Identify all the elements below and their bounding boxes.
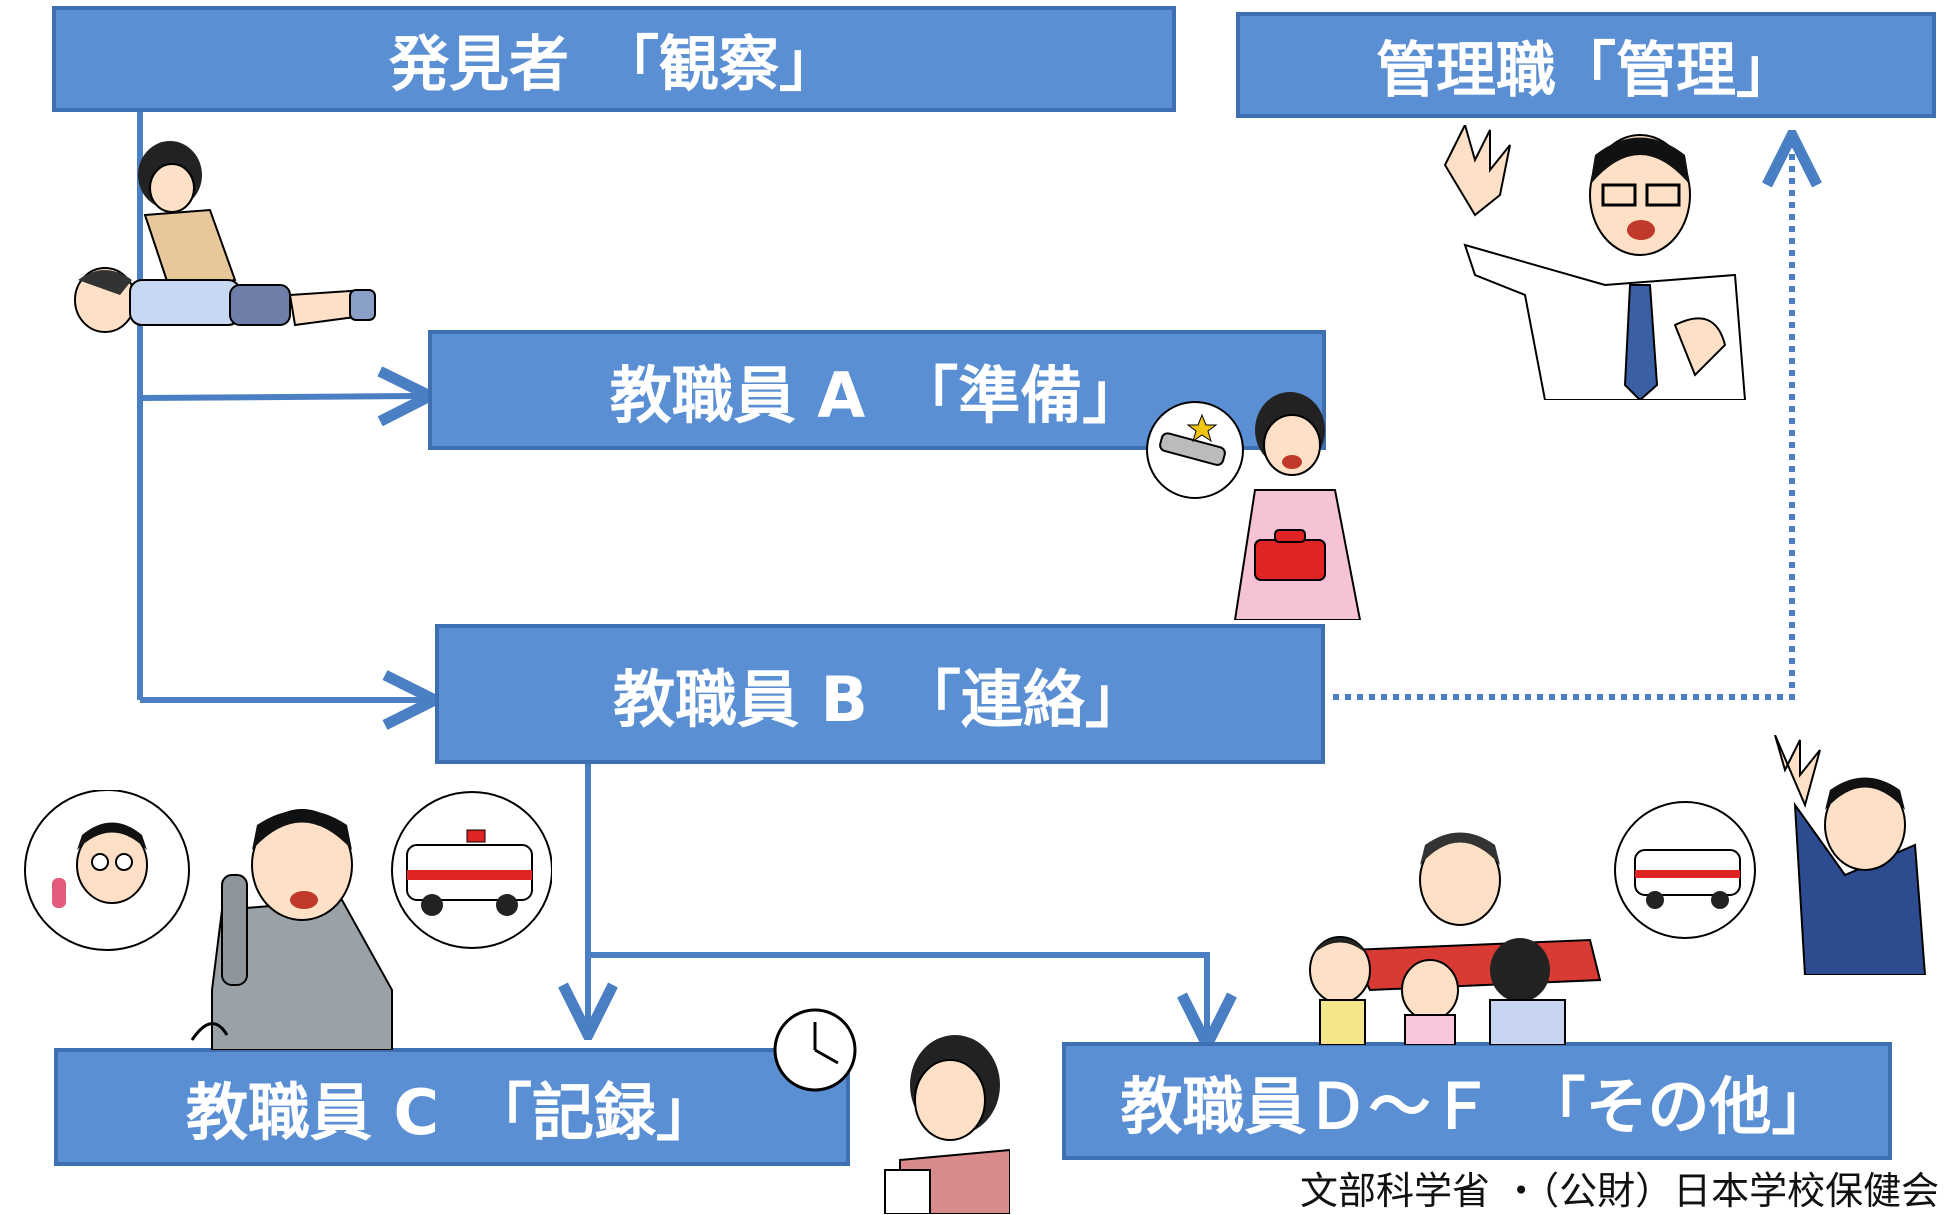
ambulance-icon <box>391 791 552 949</box>
collapsed-student-icon <box>74 267 376 333</box>
role-staff-c: 教職員 C 「記録」 <box>54 1048 850 1166</box>
first-aid-kit-icon <box>1254 529 1326 581</box>
role-discoverer-label: 発見者 「観察」 <box>389 29 839 100</box>
manager-raising-hand-icon <box>1443 125 1747 400</box>
connector-to-staff-a <box>139 396 425 398</box>
students-group-icon <box>1309 832 1602 1045</box>
connector-to-manager <box>1333 140 1792 700</box>
role-staff-df: 教職員Ｄ～Ｆ 「その他」 <box>1062 1042 1892 1160</box>
role-staff-df-label: 教職員Ｄ～Ｆ 「その他」 <box>1120 1070 1834 1143</box>
phone-caller-icon <box>24 790 190 951</box>
connector-to-staff-df <box>588 952 1207 1040</box>
role-staff-a-label: 教職員 A 「準備」 <box>609 359 1145 432</box>
discoverer-scene <box>74 141 376 333</box>
source-credit: 文部科学省 ・（公財）日本学校保健会 <box>1300 1169 1940 1213</box>
role-staff-c-label: 教職員 C 「記録」 <box>185 1076 719 1149</box>
role-discoverer: 発見者 「観察」 <box>52 6 1176 112</box>
role-manager-label: 管理職「管理」 <box>1376 35 1796 106</box>
note-taker-icon <box>884 1035 1010 1214</box>
staff-c-scene <box>24 790 552 1050</box>
clock-icon <box>773 1008 857 1092</box>
role-staff-b: 教職員 B 「連絡」 <box>435 624 1325 764</box>
role-staff-b-label: 教職員 B 「連絡」 <box>613 663 1147 736</box>
role-manager: 管理職「管理」 <box>1236 12 1936 118</box>
staff-a-scene <box>1146 392 1362 620</box>
waving-teacher-icon <box>1614 735 1927 975</box>
epipen-icon <box>1146 401 1244 499</box>
person-kneeling-icon <box>138 141 237 292</box>
